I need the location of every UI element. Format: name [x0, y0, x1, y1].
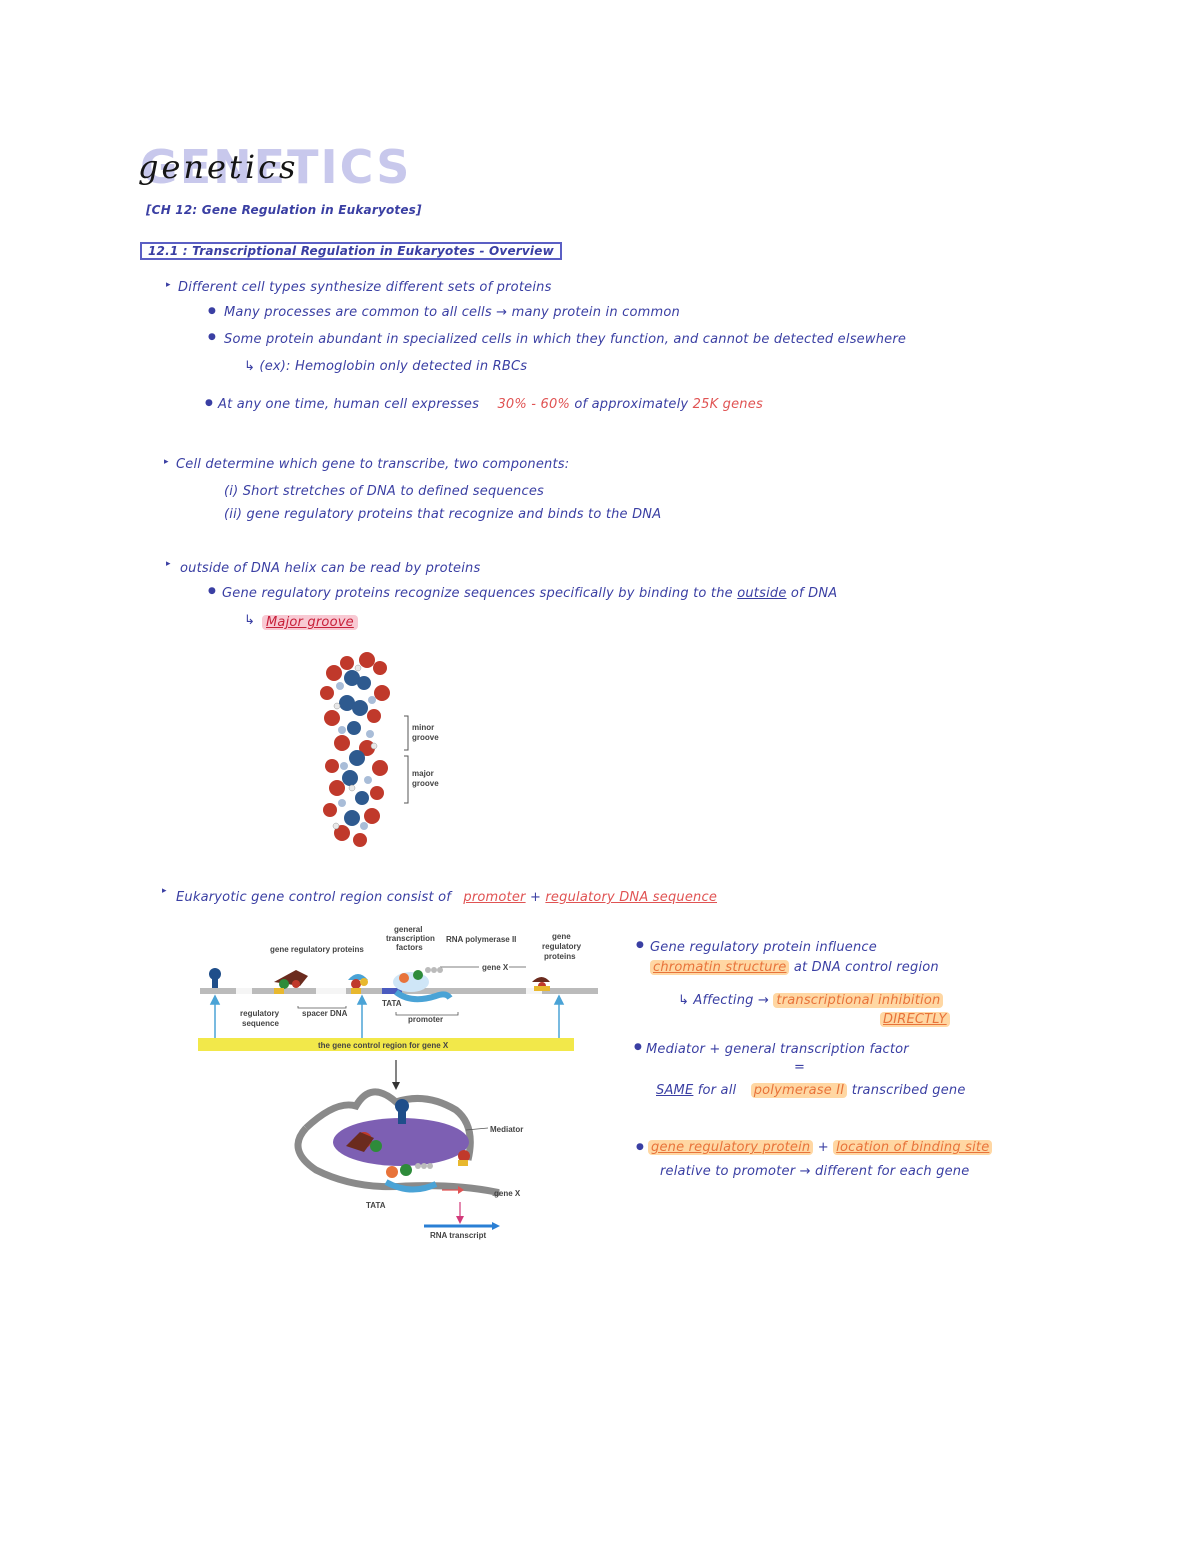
- note-b4-plus: +: [529, 890, 542, 905]
- note-r2-arrow: ↳ Affecting →: [678, 993, 770, 1008]
- looped-dna: [294, 1088, 500, 1224]
- bullet-icon: ●: [636, 1142, 644, 1152]
- label-regulatory-top: regulatory: [542, 942, 582, 951]
- note-b3-arrow: ↳: [244, 613, 256, 628]
- label-promoter: promoter: [408, 1015, 443, 1024]
- note-b1a: Many processes are common to all cells →…: [224, 305, 680, 320]
- note-b1b-sub: ↳ (ex): Hemoglobin only detected in RBCs: [244, 359, 528, 374]
- minor-label-2: groove: [412, 733, 439, 742]
- note-r3b-same: SAME: [656, 1083, 694, 1098]
- label-control-region: the gene control region for gene X: [318, 1041, 449, 1050]
- bullet-icon: ▸: [166, 559, 171, 569]
- label-gene-x: gene X: [482, 963, 509, 972]
- section-heading: 12.1 : Transcriptional Regulation in Euk…: [140, 242, 562, 260]
- bullet-icon: ●: [205, 398, 213, 408]
- minor-groove-bracket: [404, 715, 409, 751]
- note-b2i: (i) Short stretches of DNA to defined se…: [224, 484, 544, 499]
- gene-control-figure: gene regulatory proteins general transcr…: [198, 925, 598, 1240]
- note-major-groove: Major groove: [262, 615, 358, 630]
- note-r4-protein: gene regulatory protein: [648, 1140, 814, 1155]
- control-region-bar: [198, 1038, 574, 1051]
- minor-label-1: minor: [412, 723, 434, 732]
- note-r2-inhibition: transcriptional inhibition: [773, 993, 944, 1008]
- note-r3b-mid: for all: [697, 1083, 737, 1098]
- note-b3: outside of DNA helix can be read by prot…: [180, 561, 481, 576]
- title-shadow: GENETICS: [140, 140, 412, 194]
- note-r2: ↳ Affecting → transcriptional inhibition: [678, 993, 944, 1008]
- page-title: genetics: [138, 148, 299, 186]
- note-r4-line2: relative to promoter → different for eac…: [660, 1164, 970, 1179]
- note-r3b: SAME for all polymerase II transcribed g…: [656, 1083, 966, 1098]
- note-r2-directly: DIRECTLY: [880, 1012, 950, 1027]
- label-gene-top: gene: [552, 932, 571, 941]
- regulatory-protein-3: [532, 977, 550, 991]
- major-label-2: groove: [412, 779, 439, 788]
- note-b1c: At any one time, human cell expresses 30…: [218, 397, 763, 412]
- rna-polymerase: [393, 967, 453, 1003]
- label-gene-x-2: gene X: [494, 1189, 521, 1198]
- label-regulatory: regulatory: [240, 1009, 280, 1018]
- label-mediator: Mediator: [490, 1125, 523, 1134]
- label-spacer: spacer DNA: [302, 1009, 348, 1018]
- bullet-icon: ▸: [164, 457, 169, 467]
- bullet-icon: ▸: [162, 886, 167, 896]
- bullet-icon: ●: [208, 332, 216, 342]
- note-b2ii: (ii) gene regulatory proteins that recog…: [224, 507, 662, 522]
- note-b4: Eukaryotic gene control region consist o…: [176, 890, 717, 905]
- label-tata: TATA: [382, 999, 402, 1008]
- mediator-complex: [333, 1118, 469, 1166]
- label-factors: factors: [396, 943, 423, 952]
- note-b4-promoter: promoter: [463, 890, 526, 905]
- note-b1c-pre: At any one time, human cell expresses: [218, 397, 480, 412]
- note-b3a-post: of DNA: [790, 586, 838, 601]
- bullet-icon: ▸: [166, 280, 171, 290]
- note-r3b-polymerase: polymerase II: [750, 1083, 848, 1098]
- note-r2-directly-text: DIRECTLY: [880, 1012, 950, 1027]
- note-b4-regulatory: regulatory DNA sequence: [545, 890, 718, 905]
- note-major-groove-text: Major groove: [262, 615, 358, 630]
- note-r4-location: location of binding site: [833, 1140, 993, 1155]
- note-r1-post: at DNA control region: [793, 960, 939, 975]
- bullet-icon: ●: [634, 1042, 642, 1052]
- label-transcription: transcription: [386, 934, 435, 943]
- note-r3-equals: =: [794, 1060, 806, 1075]
- binding-arrows: [209, 994, 565, 1040]
- label-rna-transcript: RNA transcript: [430, 1231, 486, 1240]
- label-gene-reg-proteins: gene regulatory proteins: [270, 945, 364, 954]
- note-b1c-percent: 30% - 60%: [497, 397, 570, 412]
- note-b1c-genes: 25K genes: [692, 397, 763, 412]
- note-r3b-post: transcribed gene: [851, 1083, 966, 1098]
- major-groove-bracket: [404, 755, 409, 804]
- label-tata-2: TATA: [366, 1201, 386, 1210]
- chapter-heading: [CH 12: Gene Regulation in Eukaryotes]: [146, 203, 422, 217]
- label-rna-pol: RNA polymerase II: [446, 935, 516, 944]
- note-b3a-outside: outside: [737, 586, 787, 601]
- note-r1-line2: chromatin structure at DNA control regio…: [650, 960, 939, 975]
- bullet-icon: ●: [208, 586, 216, 596]
- regulatory-protein-1: [209, 968, 221, 988]
- dna-helix-image: [320, 652, 390, 847]
- label-sequence: sequence: [242, 1019, 279, 1028]
- note-r1: Gene regulatory protein influence: [650, 940, 877, 955]
- major-label-1: major: [412, 769, 434, 778]
- bullet-icon: ●: [208, 306, 216, 316]
- transcription-factors: [348, 974, 368, 989]
- label-general: general: [394, 925, 422, 934]
- note-b1c-mid: of approximately: [574, 397, 689, 412]
- note-b2: Cell determine which gene to transcribe,…: [176, 457, 570, 472]
- dna-helix-figure: minor groove major groove: [320, 652, 439, 847]
- note-r4-plus: +: [817, 1140, 829, 1155]
- note-b4-pre: Eukaryotic gene control region consist o…: [176, 890, 452, 905]
- note-r1-chromatin: chromatin structure: [650, 960, 790, 975]
- note-b1b: Some protein abundant in specialized cel…: [224, 332, 907, 347]
- note-b1: Different cell types synthesize differen…: [178, 280, 552, 295]
- bullet-icon: ●: [636, 940, 644, 950]
- note-b3a: Gene regulatory proteins recognize seque…: [222, 586, 837, 601]
- note-r4: gene regulatory protein + location of bi…: [648, 1140, 993, 1155]
- note-b3a-pre: Gene regulatory proteins recognize seque…: [222, 586, 733, 601]
- label-proteins-top: proteins: [544, 952, 576, 961]
- note-r3: Mediator + general transcription factor: [646, 1042, 909, 1057]
- regulatory-protein-2: [274, 970, 308, 989]
